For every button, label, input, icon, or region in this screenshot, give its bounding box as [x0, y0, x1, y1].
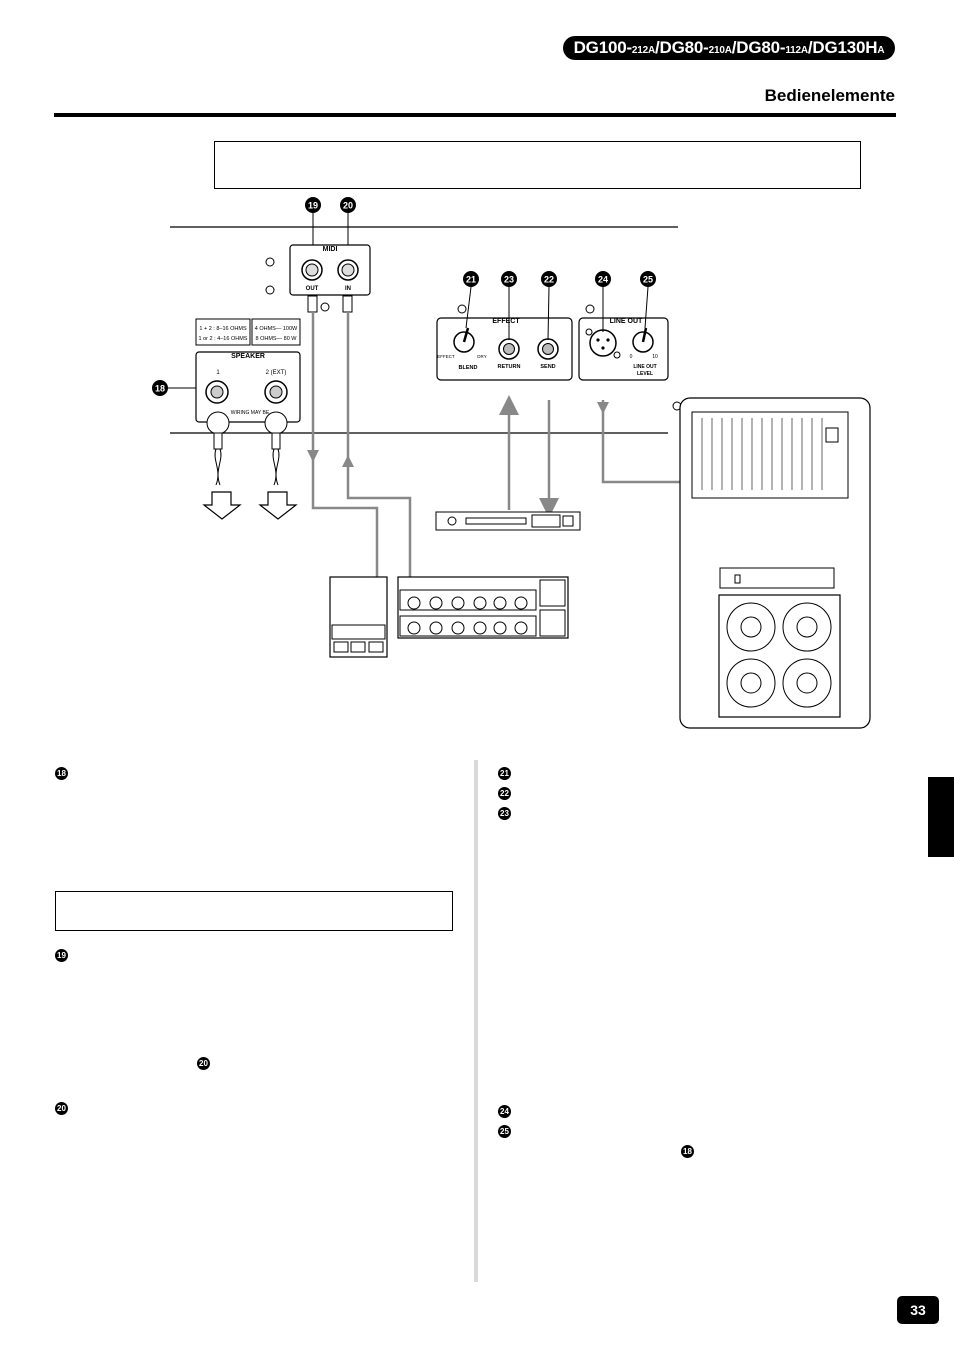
svg-text:21: 21	[466, 275, 476, 285]
item-18-marker: 18	[55, 763, 68, 781]
subheading-box	[55, 891, 453, 931]
item-24-marker: 24	[498, 1101, 511, 1119]
svg-text:SPEAKER: SPEAKER	[231, 353, 265, 360]
svg-text:8 OHMS— 80 W: 8 OHMS— 80 W	[256, 336, 298, 342]
svg-text:WIRING MAY BE: WIRING MAY BE	[231, 410, 270, 416]
svg-text:LINE OUT: LINE OUT	[633, 364, 656, 370]
item-20-marker: 20	[55, 1098, 68, 1116]
svg-text:0: 0	[630, 354, 633, 360]
svg-text:IN: IN	[345, 286, 351, 292]
svg-text:10: 10	[652, 354, 658, 360]
model-title: DG100-212A/DG80-210A/DG80-112A/DG130HA	[563, 36, 895, 60]
svg-text:MIDI: MIDI	[323, 246, 338, 253]
svg-text:24: 24	[598, 275, 608, 285]
svg-text:LINE OUT: LINE OUT	[610, 318, 643, 325]
svg-text:25: 25	[643, 275, 653, 285]
midi-section: MIDI OUT IN	[289, 244, 371, 296]
callout-21: 21	[463, 271, 479, 329]
svg-text:DRY: DRY	[477, 354, 486, 359]
svg-text:20: 20	[343, 201, 353, 211]
column-divider	[474, 760, 478, 1282]
callout-24: 24	[595, 271, 611, 332]
svg-text:EFFECT: EFFECT	[492, 318, 520, 325]
effects-processor-illustration	[435, 511, 581, 531]
item-19-marker: 19	[55, 945, 68, 963]
svg-text:EFFECT: EFFECT	[437, 354, 455, 359]
item-23-marker: 23	[498, 803, 511, 821]
svg-text:LEVEL: LEVEL	[637, 371, 653, 377]
svg-text:RETURN: RETURN	[498, 364, 521, 370]
svg-text:SEND: SEND	[540, 364, 555, 370]
line-out-section: LINE OUT 0 10 LINE OUT LEVEL	[578, 317, 669, 381]
svg-text:22: 22	[544, 275, 554, 285]
external-equipment-group	[679, 397, 871, 729]
effect-section: EFFECT EFFECT DRY BLEND RETURN SEND	[436, 317, 573, 381]
midi-footcontroller-illustration	[397, 576, 569, 639]
svg-text:OUT: OUT	[306, 286, 319, 292]
callout-18: 18	[152, 380, 196, 396]
item-19-ref-20: 20	[197, 1053, 210, 1071]
caption-box	[214, 141, 861, 189]
chapter-tab	[928, 777, 954, 857]
rear-panel-diagram: 19 20 MIDI OUT IN 1 + 2 : 8–16 OHMS 1 or…	[152, 197, 871, 729]
callout-25: 25	[640, 271, 656, 329]
page-number: 33	[897, 1296, 939, 1324]
svg-text:19: 19	[308, 201, 318, 211]
svg-text:1 + 2 : 8–16 OHMS: 1 + 2 : 8–16 OHMS	[199, 326, 247, 332]
midi-pedal-illustration	[329, 576, 388, 658]
svg-text:1 or 2 : 4–16 OHMS: 1 or 2 : 4–16 OHMS	[199, 336, 248, 342]
item-25-ref-18: 18	[681, 1141, 694, 1159]
callout-22: 22	[541, 271, 557, 341]
speaker-section: SPEAKER 1 2 (EXT) WIRING MAY BE	[195, 351, 301, 423]
svg-text:2 (EXT): 2 (EXT)	[266, 370, 287, 376]
callout-23: 23	[501, 271, 517, 340]
header-rule	[54, 113, 896, 117]
svg-text:23: 23	[504, 275, 514, 285]
speaker-spec: 1 + 2 : 8–16 OHMS 1 or 2 : 4–16 OHMS 4 O…	[195, 318, 301, 346]
svg-text:1: 1	[216, 370, 220, 376]
svg-text:18: 18	[155, 384, 165, 394]
item-25-marker: 25	[498, 1121, 511, 1139]
item-22-marker: 22	[498, 783, 511, 801]
item-21-marker: 21	[498, 763, 511, 781]
svg-text:BLEND: BLEND	[459, 365, 478, 371]
section-title: Bedienelemente	[764, 86, 895, 105]
svg-text:4 OHMS— 100W: 4 OHMS— 100W	[255, 326, 298, 332]
